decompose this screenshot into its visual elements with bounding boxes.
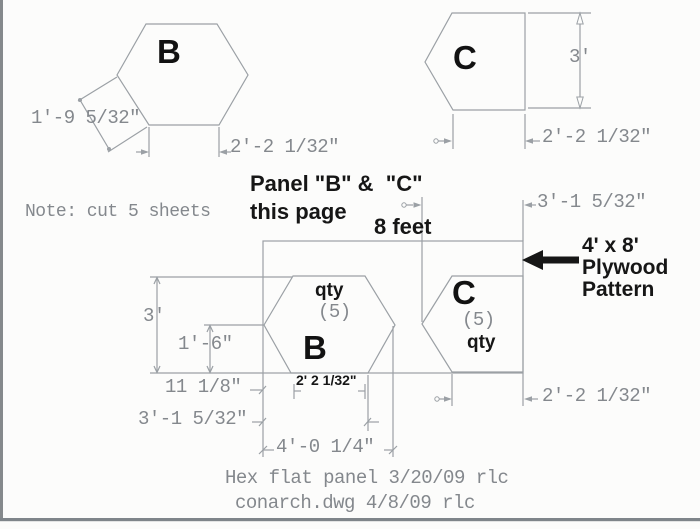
panel-c-label: C bbox=[452, 274, 476, 311]
title-block-line1: Hex flat panel 3/20/09 rlc bbox=[225, 467, 509, 489]
sheet-bottom-right-dim: 2'-2 1/32" bbox=[542, 385, 652, 407]
panel-b-qty-value: (5) bbox=[318, 301, 351, 323]
dim-arrow-icon bbox=[141, 149, 149, 155]
sheet-top-right-dim: 3'-1 5/32" bbox=[537, 191, 647, 213]
plywood-sheet-drawing bbox=[150, 197, 538, 457]
pentagon-c-detail-outline bbox=[424, 12, 526, 111]
detail-c-drawing bbox=[424, 11, 591, 149]
sheet-inner-dim: 1'-6" bbox=[178, 333, 233, 355]
plywood-note-line2: Plywood bbox=[582, 256, 669, 279]
dim-arrow-icon bbox=[576, 11, 584, 25]
plywood-note-line3: Pattern bbox=[582, 278, 655, 301]
dim-arrow-icon bbox=[524, 202, 532, 208]
panel-heading-line1: Panel "B" & "C" bbox=[250, 171, 423, 196]
panel-b-width-annotation: 2' 2 1/32" bbox=[296, 372, 357, 388]
panel-b-label: B bbox=[303, 329, 327, 366]
plywood-pattern-arrow-icon bbox=[522, 250, 579, 270]
detail-b-edge-dim: 1'-9 5/32" bbox=[31, 107, 141, 129]
detail-b-bottom-dim: 2'-2 1/32" bbox=[230, 136, 340, 158]
eight-feet-annotation: 8 feet bbox=[374, 214, 432, 239]
dim-arrow-icon bbox=[444, 138, 452, 144]
hexagon-b-pattern-outline bbox=[263, 275, 396, 374]
sheet-vertex-dim: 3'-1 5/32" bbox=[138, 408, 248, 430]
dim-arrow-icon bbox=[219, 149, 227, 155]
hexagon-b-detail-outline bbox=[116, 23, 249, 126]
sheet-offset-dim: 11 1/8" bbox=[165, 376, 242, 398]
dim-arrow-icon bbox=[576, 96, 584, 110]
dim-arrow-icon bbox=[444, 396, 452, 402]
dim-arrow-icon bbox=[525, 138, 533, 144]
sheet-height-dim: 3' bbox=[143, 305, 165, 327]
bottom-scan-border bbox=[0, 518, 700, 522]
panel-c-qty-value: (5) bbox=[462, 309, 495, 331]
detail-c-label: C bbox=[453, 39, 477, 76]
pentagon-c-pattern-outline bbox=[421, 275, 524, 373]
dim-arrow-icon bbox=[413, 202, 422, 208]
left-scan-border bbox=[0, 0, 3, 521]
panel-heading-line2: this page bbox=[250, 199, 347, 224]
cut-note: Note: cut 5 sheets bbox=[25, 202, 211, 222]
dim-arrow-icon bbox=[524, 396, 532, 402]
panel-c-qty-label: qty bbox=[467, 332, 496, 353]
plywood-note-line1: 4' x 8' bbox=[582, 234, 639, 257]
hex-width-dim: 4'-0 1/4" bbox=[276, 436, 375, 458]
detail-c-bottom-dim: 2'-2 1/32" bbox=[542, 126, 652, 148]
detail-b-label: B bbox=[157, 33, 181, 70]
detail-b-drawing bbox=[77, 23, 249, 157]
detail-c-height-dim: 3' bbox=[569, 46, 591, 68]
panel-b-qty-label: qty bbox=[315, 280, 344, 301]
title-block-line2: conarch.dwg 4/8/09 rlc bbox=[235, 492, 475, 514]
